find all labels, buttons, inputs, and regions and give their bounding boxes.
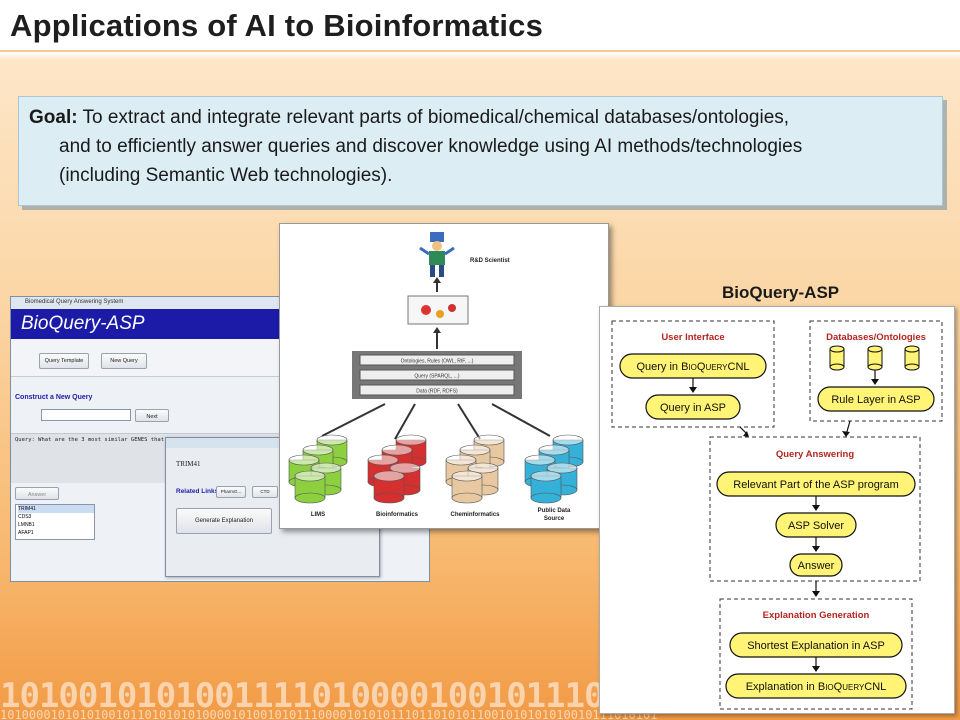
layer-data: Data (RDF, RDFS) bbox=[416, 389, 458, 395]
next-button[interactable]: Next bbox=[135, 409, 169, 422]
node-answer bbox=[789, 553, 843, 577]
query-template-button[interactable]: Query Template bbox=[39, 353, 89, 369]
source-label-public-data-2: Source bbox=[544, 516, 565, 522]
node-shortest-explanation-label: Shortest Explanation in ASP bbox=[747, 640, 885, 652]
goal-line-1: Goal: To extract and integrate relevant … bbox=[29, 103, 928, 132]
architecture-diagram: R&D Scientist Ontologies, Rules (OWL, RI… bbox=[288, 232, 584, 522]
dialog-gene-name: TRIM41 bbox=[176, 460, 201, 468]
heading-user-interface: User Interface bbox=[661, 332, 724, 343]
section-explanation-generation bbox=[719, 598, 913, 710]
source-label-lims: LIMS bbox=[311, 512, 325, 518]
goal-label: Goal: bbox=[29, 107, 78, 128]
related-links-label: Related Links: bbox=[176, 488, 221, 495]
database-cylinder-icon bbox=[367, 434, 427, 504]
goal-line-2: and to efficiently answer queries and di… bbox=[59, 136, 803, 157]
generate-explanation-button[interactable]: Generate Explanation bbox=[176, 508, 272, 534]
source-label-bioinformatics: Bioinformatics bbox=[376, 512, 419, 518]
bioquery-caption: BioQuery-ASP bbox=[722, 283, 840, 302]
node-relevant-part-label: Relevant Part of the ASP program bbox=[733, 479, 899, 491]
title-divider bbox=[0, 50, 960, 52]
goal-text-1: To extract and integrate relevant parts … bbox=[77, 107, 790, 128]
database-icon bbox=[867, 345, 883, 371]
ctd-link-button[interactable]: CTD bbox=[252, 486, 278, 498]
database-cylinder-icon bbox=[524, 434, 584, 504]
section-query-answering bbox=[709, 436, 921, 582]
flowchart-diagram: User Interface Query in BIOQUERYCNL Quer… bbox=[611, 320, 943, 710]
node-rule-layer bbox=[817, 386, 935, 412]
node-query-asp bbox=[645, 394, 741, 420]
node-explanation-cnl-label: Explanation in BIOQUERYCNL bbox=[746, 681, 887, 693]
pharmgkb-link-button[interactable]: PharmG... bbox=[216, 486, 246, 498]
app-banner-title: BioQuery-ASP bbox=[21, 313, 145, 334]
heading-explanation-generation: Explanation Generation bbox=[763, 610, 870, 621]
node-explanation-cnl bbox=[725, 673, 907, 699]
database-icon bbox=[904, 345, 920, 371]
goal-box: Goal: To extract and integrate relevant … bbox=[18, 96, 943, 206]
query-template-select[interactable] bbox=[41, 409, 131, 421]
list-item[interactable]: LMNB1 bbox=[18, 522, 35, 528]
source-label-cheminformatics: Cheminformatics bbox=[450, 512, 500, 518]
scientist-icon bbox=[419, 232, 455, 277]
slide-title: Applications of AI to Bioinformatics bbox=[10, 8, 544, 43]
scientist-label: R&D Scientist bbox=[470, 258, 510, 264]
source-label-public-data: Public Data bbox=[538, 508, 571, 514]
heading-databases: Databases/Ontologies bbox=[826, 332, 926, 343]
result-window bbox=[407, 295, 469, 325]
construct-query-label: Construct a New Query bbox=[15, 394, 93, 401]
heading-query-answering: Query Answering bbox=[776, 449, 855, 460]
database-icon bbox=[829, 345, 845, 371]
answer-list[interactable]: TRIM41 CDS3 LMNB1 AFAP1 bbox=[15, 504, 95, 540]
node-query-asp-label: Query in ASP bbox=[660, 402, 726, 414]
section-user-interface bbox=[611, 320, 775, 428]
list-item[interactable]: TRIM41 bbox=[18, 505, 94, 513]
node-rule-layer-label: Rule Layer in ASP bbox=[831, 394, 920, 406]
database-cylinder-icon bbox=[445, 434, 505, 504]
bioquery-flowchart: User Interface Query in BIOQUERYCNL Quer… bbox=[599, 306, 955, 714]
node-query-cnl-label: Query in BIOQUERYCNL bbox=[636, 361, 749, 373]
goal-line-3: (including Semantic Web technologies). bbox=[59, 165, 393, 186]
section-databases bbox=[809, 320, 943, 422]
architecture-figure: R&D Scientist Ontologies, Rules (OWL, RI… bbox=[279, 223, 609, 529]
node-asp-solver-label: ASP Solver bbox=[788, 520, 844, 532]
layer-ontologies: Ontologies, Rules (OWL, RIF, ...) bbox=[401, 359, 474, 365]
node-answer-label: Answer bbox=[798, 560, 835, 572]
list-item[interactable]: CDS3 bbox=[18, 514, 32, 520]
background-binary-text-small: 1010000101010100101101010101000010100101… bbox=[0, 708, 658, 720]
new-query-button[interactable]: New Query bbox=[101, 353, 147, 369]
list-item[interactable]: AFAP1 bbox=[18, 530, 34, 536]
layer-query: Query (SPARQL, ...) bbox=[414, 374, 460, 380]
database-cylinder-icon bbox=[288, 434, 348, 504]
query-text: Query: What are the 3 most similar GENES… bbox=[15, 437, 290, 443]
answer-button[interactable]: Answer bbox=[15, 487, 59, 500]
dialog-titlebar bbox=[166, 438, 379, 448]
